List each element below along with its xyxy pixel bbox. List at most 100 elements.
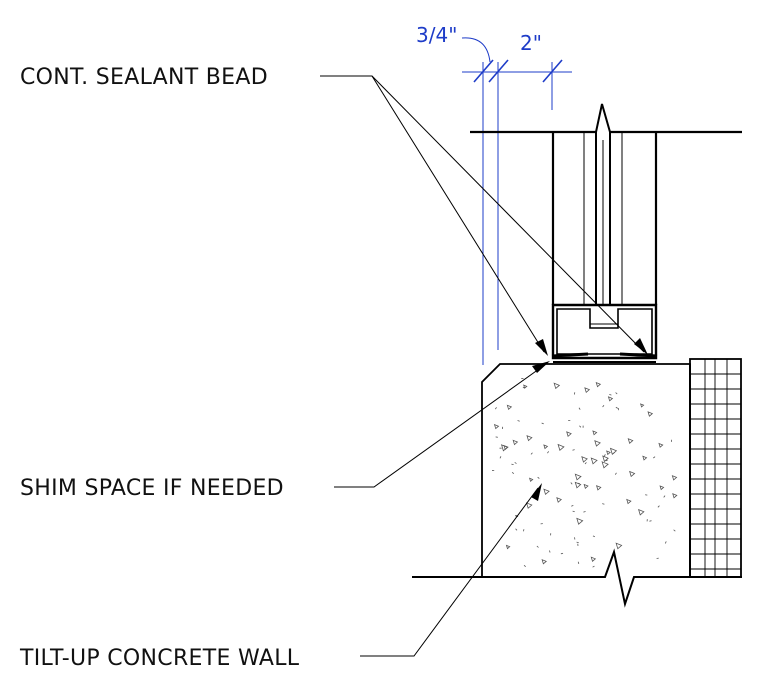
aggregate-stone (626, 498, 632, 505)
sill-channel (551, 303, 658, 360)
aggregate-stone (512, 439, 519, 446)
sealant-bead-right (619, 352, 658, 358)
dimension-group (461, 37, 572, 365)
dimension-three-quarter-label: 3/4" (416, 23, 457, 47)
aggregate-stone (672, 493, 678, 499)
aggregate-stone (553, 382, 561, 390)
aggregate-stone (659, 485, 665, 491)
tick-mark-3 (542, 59, 563, 83)
aggregate-stone (557, 443, 565, 451)
aggregate-speck (649, 520, 652, 522)
aggregate-stone (615, 542, 623, 550)
aggregate-speck (572, 449, 575, 451)
aggregate-speck (592, 535, 596, 538)
mullion-break-symbol (595, 103, 611, 305)
dimension-two-inch-label: 2" (520, 31, 542, 55)
aggregate-stone (584, 387, 591, 394)
aggregate-speck (614, 472, 617, 475)
aggregate-speck (570, 482, 573, 485)
wall-outline (481, 363, 691, 577)
sealant-bead-left (551, 352, 589, 358)
aggregate-stone (640, 403, 645, 408)
aggregate-speck (541, 422, 544, 425)
aggregate-speck (602, 404, 605, 408)
arrowhead-wall (531, 483, 542, 501)
floor-break-line (412, 548, 742, 608)
aggregate-stone (541, 559, 547, 565)
aggregate-stone (576, 517, 584, 525)
aggregate-speck (494, 407, 497, 410)
aggregate-stone (500, 444, 509, 452)
aggregate-stone (574, 481, 582, 489)
aggregate-speck (578, 407, 581, 410)
brick-veneer (689, 358, 742, 578)
tick-mark-1 (473, 59, 494, 83)
aggregate-stone (638, 508, 645, 516)
aggregate-stone (583, 483, 589, 489)
veneer-outline (689, 358, 742, 578)
aggregate-stone (556, 497, 562, 503)
concrete-wall-label: TILT-UP CONCRETE WALL (19, 646, 300, 671)
aggregate-speck (673, 529, 676, 532)
aggregate-stone (606, 450, 611, 456)
aggregate-speck (577, 561, 580, 565)
aggregate-stone (594, 440, 601, 447)
concrete-wall (481, 363, 691, 577)
aggregate-stone (543, 444, 549, 450)
aggregate-speck (511, 472, 515, 475)
aggregate-stone (609, 447, 618, 455)
sealant-bead-label: CONT. SEALANT BEAD (20, 65, 268, 90)
aggregate-stone (607, 396, 614, 402)
glass-pocket (589, 309, 619, 325)
aggregate-speck (603, 454, 606, 457)
aggregate-stone (658, 442, 664, 448)
aggregate-speck (572, 510, 575, 513)
sealant-leader-1 (320, 75, 545, 353)
arrowhead-shim (532, 361, 550, 373)
aggregate-speck (615, 406, 618, 409)
shim-leader (334, 363, 547, 488)
aggregate-speck (537, 476, 540, 479)
aggregate-speck (576, 541, 579, 544)
aggregate-speck (657, 505, 660, 508)
aggregate-speck (579, 425, 582, 428)
aggregate-stone (525, 502, 533, 509)
aggregate-stone (627, 438, 634, 444)
aggregate-stone (647, 411, 654, 417)
aggregate-stone (595, 381, 602, 388)
aggregate-speck (515, 528, 518, 531)
aggregate-stone (629, 470, 636, 478)
aggregate-speck (530, 452, 533, 455)
sealant-leader-2 (371, 75, 645, 353)
aggregate-speck (602, 503, 605, 505)
sill-channel-inner (556, 308, 653, 355)
veneer-grid (690, 359, 741, 577)
aggregate-stone (574, 473, 582, 481)
aggregate-speck (523, 529, 525, 532)
concrete-aggregate-hatch (492, 378, 678, 568)
leaders (320, 75, 645, 657)
aggregate-stone (671, 475, 678, 481)
aggregate-speck (663, 495, 666, 498)
tick-mark-2 (488, 59, 509, 83)
aggregate-stone (566, 431, 572, 437)
aggregate-stone (601, 461, 609, 469)
aggregate-stone (506, 404, 513, 411)
aggregate-stone (505, 544, 511, 550)
arrowhead-sealant-1 (535, 339, 548, 356)
aggregate-stone (523, 384, 528, 389)
aggregate-speck (571, 505, 574, 507)
aggregate-speck (549, 550, 551, 553)
aggregate-stone (526, 435, 533, 442)
aggregate-stone (592, 430, 598, 436)
shim-space-label: SHIM SPACE IF NEEDED (20, 476, 284, 501)
wall-leader (360, 487, 539, 657)
aggregate-speck (547, 451, 550, 454)
aggregate-speck (583, 511, 586, 513)
aggregate-speck (592, 565, 595, 568)
arrowhead-sealant-2 (634, 338, 648, 355)
aggregate-speck (517, 420, 520, 422)
aggregate-speck (499, 456, 502, 459)
window-frame (470, 103, 742, 363)
